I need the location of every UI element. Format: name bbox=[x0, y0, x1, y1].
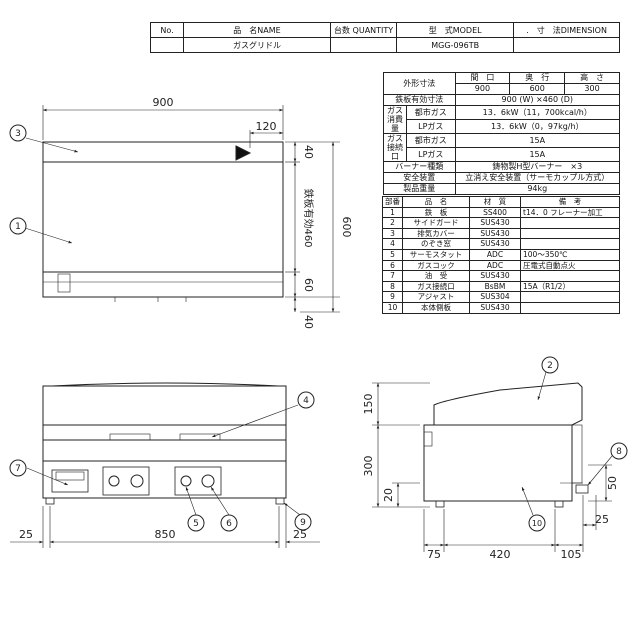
row-dim bbox=[513, 37, 620, 53]
weight-value: 94kg bbox=[454, 183, 621, 195]
gas-cock-knob-icon bbox=[201, 474, 215, 488]
dim-top-width: 900 bbox=[153, 96, 174, 109]
callout-2: 2 bbox=[547, 361, 553, 371]
dim-side-50: 50 bbox=[606, 476, 619, 490]
spec-table: 外形寸法 間 口 奥 行 高 さ 900 600 300 鉄板有効寸法 900 … bbox=[383, 72, 621, 195]
gas-conn-label: ガス 接続口 bbox=[383, 133, 407, 162]
dim-60: 60 bbox=[302, 278, 315, 292]
header-table: No. 品 名NAME 台数 QUANTITY 型 式MODEL . 寸 法DI… bbox=[150, 22, 620, 53]
dim-front-850: 850 bbox=[155, 528, 176, 541]
arrow-marker-icon bbox=[235, 145, 252, 161]
dim-side-150: 150 bbox=[362, 394, 375, 415]
dim-side-420: 420 bbox=[490, 548, 511, 561]
dim-side-75: 75 bbox=[427, 548, 441, 561]
adjuster-foot-icon bbox=[45, 497, 55, 505]
callout-1: 1 bbox=[15, 222, 21, 232]
part-note bbox=[520, 301, 620, 314]
part-note: 圧電式自動点火 bbox=[520, 259, 620, 272]
callout-3: 3 bbox=[15, 129, 21, 139]
part-note: 15A（R1/2） bbox=[520, 280, 620, 293]
product-model: MGG-096TB bbox=[396, 37, 515, 53]
dim-plate-depth: 鉄板有効460 bbox=[302, 188, 315, 247]
dim-side-300: 300 bbox=[362, 456, 375, 477]
callout-6: 6 bbox=[226, 519, 232, 529]
dim-depth: 600 bbox=[340, 217, 353, 238]
dim-top-120: 120 bbox=[256, 120, 277, 133]
callout-8: 8 bbox=[616, 447, 622, 457]
dim-40-top: 40 bbox=[302, 145, 315, 159]
dim-side-105: 105 bbox=[561, 548, 582, 561]
callout-7: 7 bbox=[15, 464, 21, 474]
thermostat-knob-icon bbox=[108, 475, 120, 487]
adjuster-foot-icon bbox=[275, 497, 285, 505]
part-note: 100～350℃ bbox=[520, 248, 620, 261]
thermostat-knob-icon bbox=[180, 475, 192, 487]
top-view bbox=[42, 141, 284, 302]
callout-9: 9 bbox=[300, 518, 306, 528]
dim-front-25-left: 25 bbox=[19, 528, 33, 541]
callout-4: 4 bbox=[303, 396, 309, 406]
callout-10: 10 bbox=[532, 519, 542, 528]
dim-40-bottom: 40 bbox=[302, 315, 315, 329]
row-qty bbox=[329, 37, 398, 53]
gas-inlet-icon bbox=[575, 484, 589, 494]
side-view bbox=[423, 382, 589, 508]
dim-side-20: 20 bbox=[382, 488, 395, 502]
dim-front-25-right: 25 bbox=[293, 528, 307, 541]
callout-5: 5 bbox=[193, 519, 199, 529]
dim-side-25: 25 bbox=[595, 513, 609, 526]
part-note bbox=[520, 270, 620, 282]
front-view bbox=[42, 382, 287, 505]
gas-cock-knob-icon bbox=[130, 474, 144, 488]
part-note bbox=[520, 291, 620, 303]
